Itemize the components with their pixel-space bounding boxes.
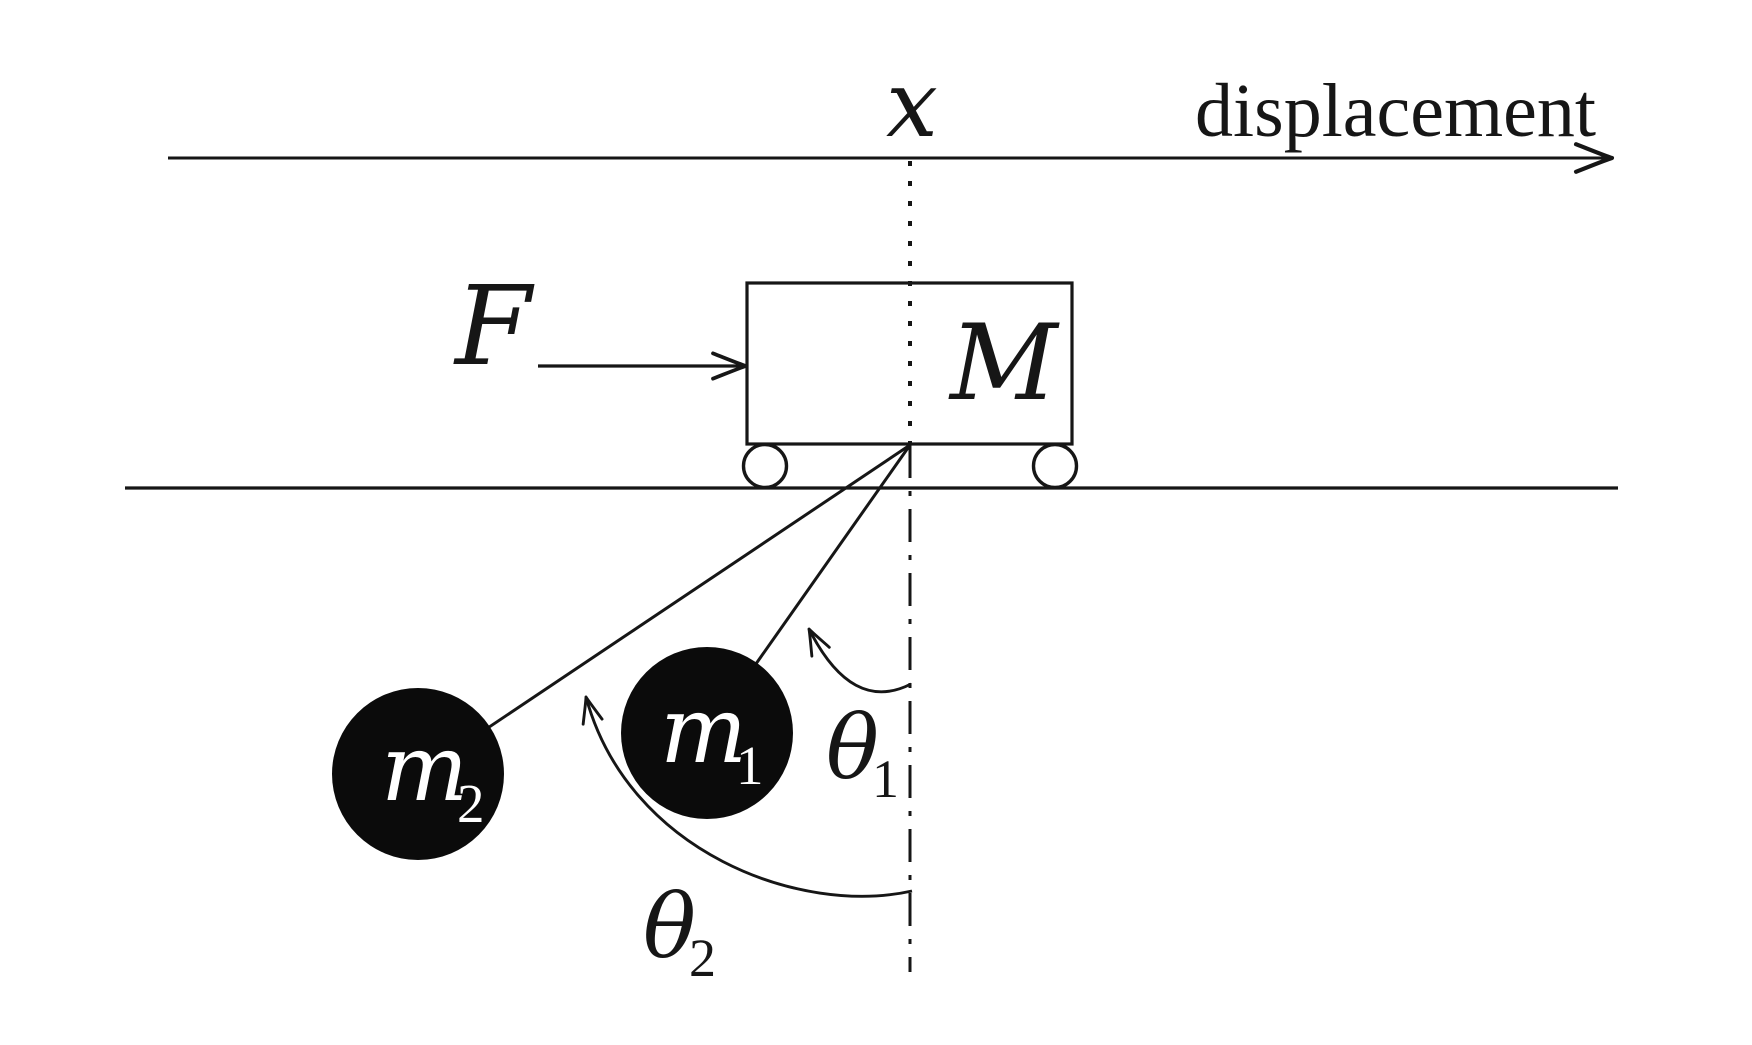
theta2-label: θ 2 [643,875,716,988]
m2-label-subscript: 2 [457,773,485,834]
cart-mass-label: M [948,302,1060,424]
theta2-label-base: θ [643,875,696,978]
right-wheel [1031,442,1079,490]
pendulum-rod-2 [439,443,911,762]
m2-label-base: m [381,715,468,822]
theta1-label-subscript: 1 [872,749,899,809]
m1-label: m 1 [660,677,764,796]
theta2-arc [584,696,913,898]
m2-label: m 2 [381,715,485,834]
bob-m2 [332,688,504,860]
m1-label-subscript: 1 [736,735,764,796]
bob-m1 [621,647,793,819]
theta2-label-subscript: 2 [689,928,716,988]
displacement-label: displacement [1195,69,1596,153]
m1-label-base: m [660,677,747,784]
x-label: x [886,51,938,158]
left-wheel [741,442,789,490]
theta1-arc [807,628,912,694]
theta1-label: θ 1 [826,696,899,809]
force-label: F [453,262,535,390]
theta1-label-base: θ [826,696,879,799]
